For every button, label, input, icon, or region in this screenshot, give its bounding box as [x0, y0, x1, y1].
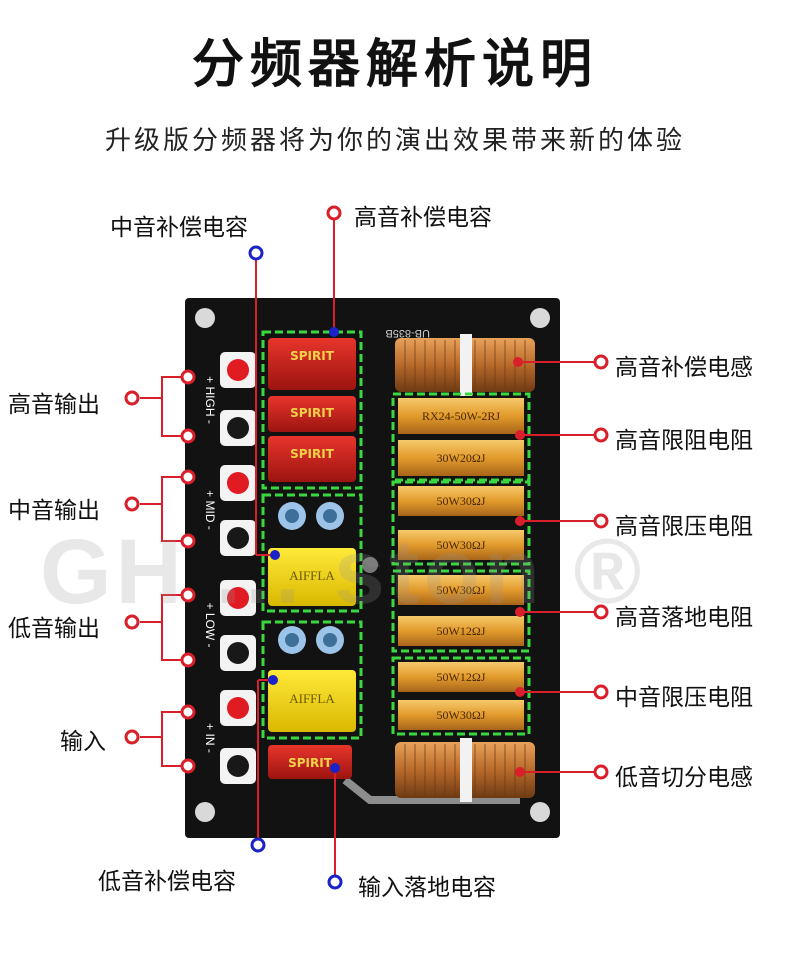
label-input: 输入 — [60, 729, 106, 755]
leader-high-ground-res — [515, 604, 609, 620]
svg-text:50W12ΩJ: 50W12ΩJ — [437, 624, 486, 638]
highlight-high-atten-res — [391, 480, 531, 566]
electrolytic-caps-low — [278, 626, 344, 654]
svg-text:RX24-50W-2RJ: RX24-50W-2RJ — [422, 409, 500, 423]
leader-high-limit-res — [515, 427, 609, 443]
bracket-woofer-out — [140, 594, 188, 661]
label-high-limit-res: 高音限阻电阻 — [615, 428, 753, 454]
yellow-capacitor-low — [268, 670, 356, 732]
leader-low-crossover-inductor — [515, 764, 609, 780]
page-subtitle: 升级版分频器将为你的演出效果带来新的体验 — [104, 126, 685, 156]
jack-low — [220, 580, 256, 671]
inductor-high-comp — [395, 334, 535, 396]
board-model-text: UB-835B — [385, 327, 430, 339]
label-woofer-out: 低音输出 — [8, 616, 100, 642]
leader-mid-comp-cap — [248, 245, 280, 560]
bracket-input — [140, 711, 188, 767]
label-tweeter-out: 高音输出 — [8, 392, 100, 418]
svg-text:50W30ΩJ: 50W30ΩJ — [437, 494, 486, 508]
highlight-high-limit-res — [391, 392, 531, 482]
jack-label-high: + HIGH - — [203, 376, 217, 424]
leader-input-ground-cap — [327, 763, 343, 890]
mount-hole — [195, 802, 215, 822]
svg-text:SPIRIT: SPIRIT — [290, 447, 335, 461]
yellow-capacitor-mid — [268, 548, 356, 606]
label-high-ground-res: 高音落地电阻 — [615, 605, 753, 631]
label-input-ground-cap: 输入落地电容 — [358, 875, 496, 901]
svg-text:30W20ΩJ: 30W20ΩJ — [437, 451, 486, 465]
label-low-comp-cap: 低音补偿电容 — [98, 869, 236, 895]
label-high-comp-cap: 高音补偿电容 — [354, 205, 492, 231]
svg-text:50W30ΩJ: 50W30ΩJ — [437, 583, 486, 597]
svg-text:SPIRIT: SPIRIT — [290, 406, 335, 420]
highlight-mid-comp-cap — [261, 493, 363, 613]
jack-in — [220, 690, 256, 784]
leader-high-comp-cap — [326, 205, 342, 337]
label-high-comp-inductor: 高音补偿电感 — [615, 355, 753, 381]
label-low-crossover-inductor: 低音切分电感 — [615, 765, 753, 791]
resistor-bank: RX24-50W-2RJ 30W20ΩJ 50W30ΩJ 50W30ΩJ 50W… — [398, 398, 524, 730]
highlight-high-comp-cap — [261, 330, 363, 490]
label-mid-comp-cap: 中音补偿电容 — [110, 215, 248, 241]
jack-label-mid: + MID - — [203, 490, 217, 530]
bracket-mid-out — [140, 476, 188, 542]
mount-hole — [530, 308, 550, 328]
mount-hole — [362, 557, 378, 573]
jack-mid — [220, 465, 256, 556]
jack-high — [220, 352, 256, 446]
bracket-tweeter-out — [140, 376, 188, 437]
svg-text:50W12ΩJ: 50W12ΩJ — [437, 670, 486, 684]
yellow-cap-brand-low: AIFFLA — [289, 691, 335, 706]
watermark: GH ... ston ® — [40, 521, 646, 623]
yellow-cap-brand-mid: AIFFLA — [289, 568, 335, 583]
mount-hole — [195, 308, 215, 328]
electrolytic-caps-mid — [278, 502, 344, 530]
label-high-atten-res: 高音限压电阻 — [615, 514, 753, 540]
label-mid-out: 中音输出 — [8, 498, 100, 524]
highlight-mid-atten-res — [391, 656, 531, 736]
highlight-low-comp-cap — [261, 620, 363, 740]
page-title: 分频器解析说明 — [191, 35, 598, 95]
leader-high-comp-inductor — [513, 354, 609, 370]
inductor-low-crossover — [395, 738, 535, 802]
input-cap-brand: SPIRIT — [288, 756, 333, 770]
mount-hole — [530, 802, 550, 822]
svg-text:50W30ΩJ: 50W30ΩJ — [437, 538, 486, 552]
jack-label-low: + LOW - — [203, 602, 217, 647]
leader-mid-atten-res — [515, 684, 609, 700]
svg-text:SPIRIT: SPIRIT — [290, 349, 335, 363]
jack-label-in: + IN - — [203, 723, 217, 753]
red-capacitor-stack: SPIRIT SPIRIT SPIRIT — [268, 338, 356, 482]
svg-text:50W30ΩJ: 50W30ΩJ — [437, 708, 486, 722]
label-mid-atten-res: 中音限压电阻 — [615, 685, 753, 711]
leader-high-atten-res — [515, 513, 609, 529]
leader-low-comp-cap — [250, 675, 278, 853]
